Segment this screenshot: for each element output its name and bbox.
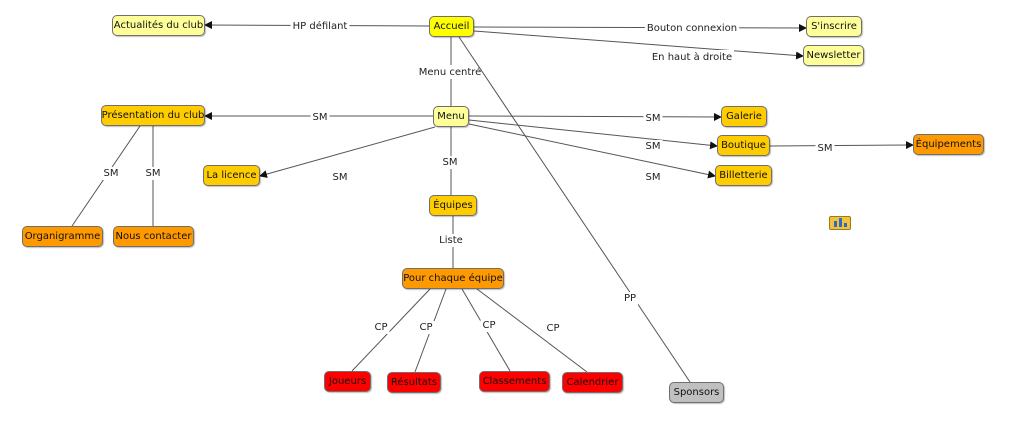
connector-label-accueil-menu: Menu centré: [419, 66, 482, 78]
node-label: Résultats: [390, 377, 438, 388]
node-label: Présentation du club: [101, 110, 205, 121]
node-label: La licence: [206, 170, 257, 181]
connector-label-accueil-sinscrire: Bouton connexion: [647, 23, 737, 34]
node-label: Galerie: [726, 111, 762, 122]
node-label: Billetterie: [719, 170, 768, 181]
node-label: Calendrier: [566, 377, 619, 388]
connector-chaque-calendrier: [476, 288, 588, 373]
node-label: Boutique: [721, 140, 766, 151]
node-label: Menu: [437, 111, 465, 122]
connector-label-menu-billetterie: SM: [646, 172, 661, 183]
connector-label-menu-equipes: SM: [443, 157, 458, 168]
node-classements[interactable]: Classements: [479, 371, 550, 392]
node-equipes[interactable]: Équipes: [429, 195, 477, 216]
chart-icon[interactable]: [829, 216, 851, 230]
node-joueurs[interactable]: Joueurs: [324, 371, 371, 392]
node-boutique[interactable]: Boutique: [717, 135, 770, 156]
node-label: S'inscrire: [811, 21, 857, 32]
node-sinscrire[interactable]: S'inscrire: [806, 16, 862, 37]
node-accueil[interactable]: Accueil: [429, 16, 474, 37]
node-chaque[interactable]: Pour chaque équipe: [402, 268, 504, 289]
connector-label-accueil-newsletter: En haut à droite: [652, 51, 732, 63]
node-resultats[interactable]: Résultats: [387, 372, 441, 393]
connector-boutique-equipements: [769, 141, 914, 150]
node-newsletter[interactable]: Newsletter: [803, 45, 864, 66]
connector-label-chaque-joueurs: CP: [374, 322, 387, 333]
connector-menu-billetterie: [468, 123, 716, 179]
node-licence[interactable]: La licence: [203, 165, 260, 186]
connector-label-chaque-resultats: CP: [419, 322, 432, 333]
connector-label-menu-boutique: SM: [646, 141, 661, 152]
node-label: Sponsors: [673, 387, 720, 398]
connector-label-equipes-chaque: Liste: [439, 235, 463, 246]
node-actualites[interactable]: Actualités du club: [112, 15, 205, 36]
node-label: Équipes: [433, 200, 473, 211]
connector-chaque-joueurs: [351, 288, 431, 372]
node-galerie[interactable]: Galerie: [721, 106, 767, 127]
node-label: Newsletter: [806, 50, 861, 61]
node-contacter[interactable]: Nous contacter: [113, 226, 194, 247]
node-menu[interactable]: Menu: [433, 106, 469, 127]
connector-label-presentation-contacter: SM: [146, 168, 161, 179]
node-sponsors[interactable]: Sponsors: [669, 382, 724, 403]
node-label: Nous contacter: [115, 231, 192, 242]
node-label: Actualités du club: [113, 20, 204, 31]
node-label: Classements: [482, 376, 547, 387]
connector-label-menu-presentation: SM: [313, 112, 328, 123]
connector-label-presentation-organigramme: SM: [104, 168, 119, 179]
node-billetterie[interactable]: Billetterie: [715, 165, 772, 186]
node-label: Pour chaque équipe: [403, 273, 503, 284]
connector-menu-licence: [259, 126, 436, 178]
connector-accueil-sponsors: [458, 36, 691, 383]
connector-label-chaque-classements: CP: [482, 320, 495, 331]
connector-label-accueil-actualites: HP défilant: [293, 20, 348, 32]
connector-label-menu-licence: SM: [333, 172, 348, 183]
node-label: Équipements: [915, 139, 982, 150]
node-calendrier[interactable]: Calendrier: [562, 372, 623, 393]
node-presentation[interactable]: Présentation du club: [101, 105, 205, 126]
connector-label-boutique-equipements: SM: [818, 143, 833, 154]
connector-accueil-sinscrire: [473, 23, 807, 32]
node-organigramme[interactable]: Organigramme: [22, 226, 103, 247]
connector-label-chaque-calendrier: CP: [546, 323, 559, 334]
node-equipements[interactable]: Équipements: [913, 134, 984, 155]
node-label: Organigramme: [24, 231, 101, 242]
connector-accueil-newsletter: [473, 30, 804, 60]
connector-menu-galerie: [468, 112, 722, 121]
connector-label-accueil-sponsors: PP: [624, 293, 636, 304]
connector-label-menu-galerie: SM: [646, 113, 661, 124]
node-label: Joueurs: [328, 376, 367, 387]
node-label: Accueil: [433, 21, 470, 32]
connector-menu-boutique: [468, 119, 718, 150]
